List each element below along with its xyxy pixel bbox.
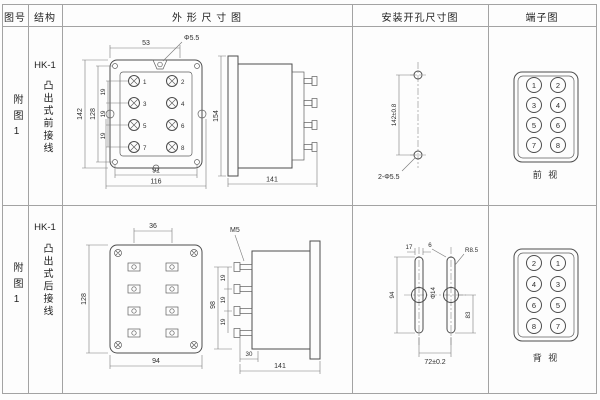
dim-hole-pitch: 142±0.8 bbox=[391, 103, 398, 126]
front-view: 1 2 3 4 5 6 7 8 bbox=[105, 59, 207, 172]
dim-pitch: 19 bbox=[220, 296, 227, 303]
dim-depth: 141 bbox=[266, 177, 278, 184]
terminal-number: 3 bbox=[532, 101, 536, 110]
view-caption: 前 视 bbox=[533, 169, 560, 180]
dim-stud-depth: 30 bbox=[246, 351, 253, 358]
row1-structure: 凸出式前接线 bbox=[41, 80, 52, 155]
dim-side-height: 154 bbox=[213, 110, 220, 122]
dim-pitch: 19 bbox=[100, 88, 107, 95]
dim-pitch: 19 bbox=[100, 110, 107, 117]
terminal-number: 1 bbox=[532, 81, 536, 90]
terminal-circles bbox=[526, 77, 566, 153]
header-outline: 外 形 尺 寸 图 bbox=[171, 13, 243, 24]
dim-side-height: 98 bbox=[210, 301, 217, 309]
header-mounting: 安装开孔尺寸图 bbox=[381, 13, 459, 24]
row1-terminal-diagram: 1 2 3 4 5 6 7 8 前 视 bbox=[513, 71, 579, 180]
slot-dimensions: 17 6 R8.5 94 Φ14 83 72±0.2 bbox=[389, 242, 479, 366]
grid-line bbox=[62, 4, 63, 394]
terminal-number: 5 bbox=[143, 123, 147, 130]
terminal-number: 4 bbox=[181, 101, 185, 108]
dim-corner-hole: Φ5.5 bbox=[184, 35, 199, 42]
grid-line bbox=[28, 4, 29, 394]
side-view bbox=[233, 240, 321, 360]
dim-pitch: 19 bbox=[220, 318, 227, 325]
terminal-number: 7 bbox=[143, 145, 147, 152]
terminal-number: 7 bbox=[532, 141, 536, 150]
grid-line bbox=[596, 4, 597, 394]
label-holes: 2-Φ5.5 bbox=[378, 174, 400, 181]
terminal-number: 6 bbox=[181, 123, 185, 130]
terminal-number: 8 bbox=[556, 141, 560, 150]
row1-fig-number: 附图1 bbox=[11, 94, 22, 143]
dim-pitch: 19 bbox=[220, 274, 227, 281]
rear-view-dimensions: 36 128 94 bbox=[81, 223, 203, 369]
view-caption: 背 视 bbox=[533, 352, 560, 363]
front-view-dimensions: 53 Φ5.5 142 128 19 19 19 91 116 bbox=[77, 35, 207, 189]
dim-height: 142 bbox=[77, 108, 84, 120]
dim-bottom-inner: 91 bbox=[152, 168, 160, 175]
row1-model: HK-1 bbox=[34, 60, 56, 71]
terminal-number: 6 bbox=[532, 301, 536, 310]
terminal-number: 5 bbox=[532, 121, 536, 130]
grid-line bbox=[2, 4, 597, 5]
row2-model: HK-1 bbox=[34, 222, 56, 233]
grid-line bbox=[2, 205, 597, 206]
terminal-number: 6 bbox=[556, 121, 560, 130]
grid-line bbox=[488, 4, 489, 394]
row2-structure: 凸出式后接线 bbox=[41, 243, 52, 318]
side-view-dimensions: 154 141 bbox=[213, 55, 318, 187]
terminal-circles bbox=[526, 255, 566, 334]
row2-outline-drawing: 36 128 94 M5 98 19 19 19 30 141 bbox=[81, 223, 321, 374]
header-fig: 图号 bbox=[4, 13, 26, 24]
side-view-dimensions: M5 98 19 19 19 30 141 bbox=[210, 227, 321, 374]
dim-bottom-width: 94 bbox=[152, 358, 160, 365]
side-view bbox=[227, 55, 318, 177]
dim-slot-width: 17 bbox=[406, 244, 413, 251]
dim-right-length: 83 bbox=[465, 311, 472, 318]
terminal-number: 7 bbox=[556, 322, 560, 331]
row2-fig-number: 附图1 bbox=[11, 262, 22, 311]
dim-depth: 141 bbox=[274, 363, 286, 370]
header-terminal: 端子图 bbox=[525, 13, 559, 24]
grid-line bbox=[2, 393, 597, 394]
terminal-number: 4 bbox=[556, 101, 560, 110]
dim-height: 128 bbox=[81, 293, 88, 305]
row2-terminal-diagram: 2 1 4 3 6 5 8 7 背 视 bbox=[513, 248, 579, 363]
grid-line bbox=[352, 4, 353, 394]
terminal-number: 5 bbox=[556, 301, 560, 310]
terminal-number: 8 bbox=[532, 322, 536, 331]
terminal-number: 3 bbox=[143, 101, 147, 108]
dim-slot-length: 94 bbox=[389, 291, 396, 298]
dim-slot-gap: 6 bbox=[428, 242, 432, 249]
terminal-screws bbox=[128, 75, 178, 153]
terminal-number: 2 bbox=[556, 81, 560, 90]
dim-pitch: 19 bbox=[100, 132, 107, 139]
row2-mounting-drawing: 17 6 R8.5 94 Φ14 83 72±0.2 bbox=[389, 242, 479, 366]
terminal-number: 4 bbox=[532, 280, 536, 289]
row1-mounting-drawing: 142±0.8 2-Φ5.5 bbox=[378, 62, 426, 181]
terminal-number: 3 bbox=[556, 280, 560, 289]
grid-line bbox=[2, 26, 597, 27]
terminal-number: 2 bbox=[181, 79, 185, 86]
dim-top-width: 36 bbox=[149, 223, 157, 230]
rear-view bbox=[109, 244, 203, 354]
dim-screw: M5 bbox=[230, 227, 240, 234]
dim-bottom-width: 116 bbox=[150, 179, 161, 186]
dim-hole-dia: Φ14 bbox=[430, 287, 437, 299]
dim-radius: R8.5 bbox=[465, 247, 479, 254]
terminal-number: 1 bbox=[556, 259, 560, 268]
terminal-number: 8 bbox=[181, 145, 185, 152]
terminal-pads bbox=[127, 262, 179, 338]
dim-center-distance: 72±0.2 bbox=[424, 359, 445, 366]
dim-top-width: 53 bbox=[142, 40, 150, 47]
row1-outline-drawing: 1 2 3 4 5 6 7 8 53 Φ5.5 142 128 19 19 19… bbox=[77, 35, 318, 189]
terminal-number: 1 bbox=[143, 79, 147, 86]
grid-line bbox=[2, 4, 3, 394]
dim-inner-height: 128 bbox=[90, 108, 97, 120]
terminal-number: 2 bbox=[532, 259, 536, 268]
header-struct: 结构 bbox=[34, 13, 56, 24]
